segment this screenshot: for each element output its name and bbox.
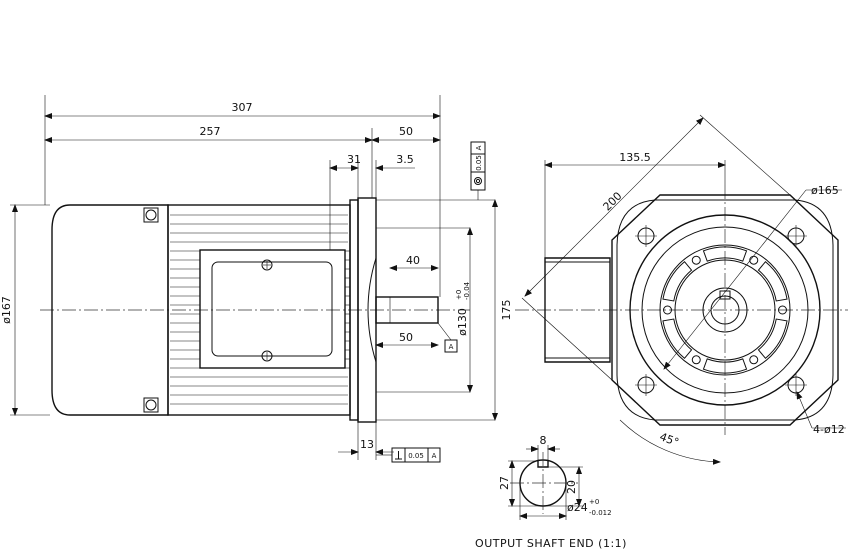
pilot-inner bbox=[674, 259, 776, 361]
shaft-keyway bbox=[719, 290, 731, 300]
pilot-outer bbox=[659, 244, 791, 376]
dim-45-deg: 45° bbox=[658, 430, 681, 449]
angle-arc bbox=[619, 419, 721, 465]
mounting-hole bbox=[635, 225, 657, 247]
arc-slot bbox=[702, 358, 748, 374]
dim-31: 31 bbox=[347, 153, 361, 166]
dim-key-8: 8 bbox=[540, 434, 547, 447]
dim-3-5: 3.5 bbox=[396, 153, 414, 166]
side-view: 307 257 50 31 3.5 40 50 ø167 ø130 +0 -0.… bbox=[0, 95, 513, 463]
concentricity-tolerance-frame: 0.05 A bbox=[470, 141, 486, 200]
dim-200: 200 bbox=[601, 190, 625, 214]
arc-slot bbox=[662, 318, 693, 359]
dim-130: ø130 +0 -0.04 bbox=[455, 281, 471, 336]
svg-text:-0.012: -0.012 bbox=[589, 509, 612, 517]
bolt-hole bbox=[691, 255, 701, 265]
dim-24: ø24 +0 -0.012 bbox=[567, 498, 612, 517]
dim-27: 27 bbox=[498, 476, 511, 490]
bolt-hole bbox=[778, 305, 787, 315]
output-shaft-end-detail: 8 27 20 ø24 +0 -0.012 OUTPUT SHAFT END (… bbox=[475, 434, 627, 550]
mounting-hole bbox=[635, 374, 657, 396]
dim-135-5: 135.5 bbox=[619, 151, 651, 164]
screw-bottom bbox=[261, 350, 273, 362]
dim-50-top: 50 bbox=[399, 125, 413, 138]
svg-text:A: A bbox=[432, 452, 437, 460]
detail-caption: OUTPUT SHAFT END (1:1) bbox=[475, 537, 627, 550]
bore bbox=[702, 287, 748, 333]
svg-text:ø130: ø130 bbox=[456, 308, 469, 336]
keyway-section bbox=[537, 461, 549, 468]
screw-top bbox=[261, 259, 273, 271]
terminal-box-cover bbox=[211, 261, 333, 357]
svg-text:ø24: ø24 bbox=[567, 501, 588, 514]
dim-4-holes: 4-ø12 bbox=[813, 423, 845, 436]
dim-167: ø167 bbox=[0, 296, 13, 324]
front-view: 135.5 200 ø165 4-ø12 45° bbox=[515, 114, 848, 465]
arc-slot bbox=[702, 246, 748, 262]
pilot-arc bbox=[367, 257, 377, 363]
bolt-hole bbox=[749, 355, 759, 365]
output-shaft bbox=[375, 296, 439, 324]
bolt-hole bbox=[691, 355, 701, 365]
svg-text:0.05: 0.05 bbox=[408, 452, 424, 460]
dim-165: ø165 bbox=[811, 184, 839, 197]
flange-rim bbox=[629, 214, 821, 406]
svg-text:+0: +0 bbox=[589, 498, 599, 506]
motor-end-cap bbox=[51, 204, 169, 416]
dim-20: 20 bbox=[565, 480, 578, 494]
concentricity-icon bbox=[474, 177, 482, 185]
datum-a-marker: A bbox=[437, 322, 458, 353]
dim-175: 175 bbox=[500, 300, 513, 321]
arc-slot bbox=[757, 318, 788, 359]
mounting-hole bbox=[785, 374, 807, 396]
lifting-eye-top bbox=[143, 207, 159, 223]
bolt-hole bbox=[749, 255, 759, 265]
pcd-circle bbox=[641, 226, 809, 394]
dim-307: 307 bbox=[232, 101, 253, 114]
cooling-fins bbox=[170, 214, 350, 405]
arc-slot bbox=[757, 261, 788, 302]
dim-50-shaft: 50 bbox=[399, 331, 413, 344]
mounting-hole bbox=[785, 225, 807, 247]
dim-13: 13 bbox=[360, 438, 374, 451]
lifting-eye-bottom bbox=[143, 397, 159, 413]
dim-40: 40 bbox=[406, 254, 420, 267]
bolt-hole bbox=[663, 305, 672, 315]
svg-text:A: A bbox=[475, 145, 483, 150]
svg-text:A: A bbox=[449, 343, 454, 351]
svg-text:-0.04: -0.04 bbox=[463, 281, 471, 300]
perpendicularity-tolerance-frame: 0.05 A bbox=[376, 447, 441, 463]
terminal-box bbox=[199, 249, 346, 369]
svg-text:0.05: 0.05 bbox=[475, 155, 483, 171]
dim-257: 257 bbox=[200, 125, 221, 138]
svg-text:+0: +0 bbox=[455, 290, 463, 300]
mounting-holes bbox=[635, 225, 807, 396]
